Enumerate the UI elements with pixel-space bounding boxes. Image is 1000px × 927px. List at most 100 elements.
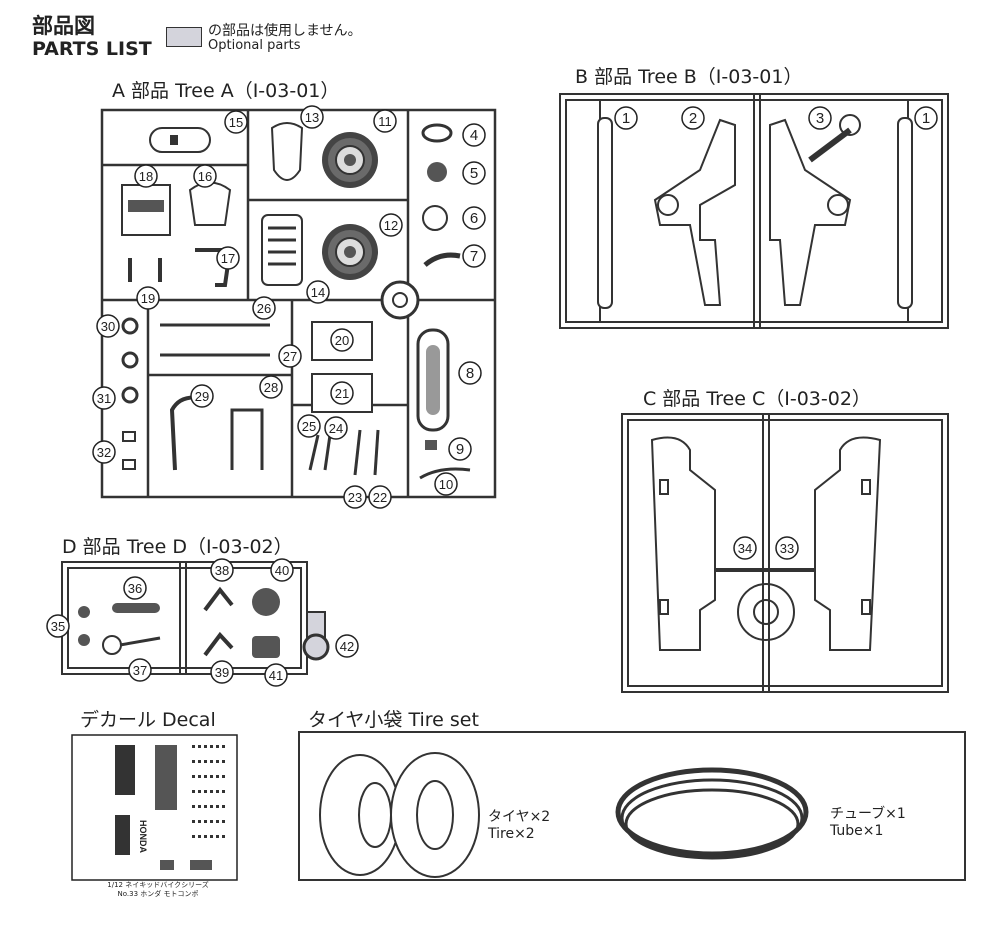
part-number-a-23: 23 [343, 485, 367, 509]
part-number-text: 20 [335, 333, 349, 348]
part-number-text: 12 [384, 218, 398, 233]
part-number-text: 8 [466, 365, 474, 382]
legend-text-en: Optional parts [208, 38, 301, 53]
part-number-a-29: 29 [190, 384, 214, 408]
part-number-text: 41 [269, 668, 283, 683]
part-number-a-15: 15 [224, 110, 248, 134]
decal-title: デカール Decal [80, 709, 216, 731]
part-number-text: 36 [128, 581, 142, 596]
part-number-text: 24 [329, 421, 343, 436]
tree-b-runner [559, 93, 949, 329]
part-number-text: 9 [456, 441, 464, 458]
tree-b-parts [597, 114, 913, 309]
part-number-text: 34 [738, 541, 752, 556]
tube-caption-jp: チューブ×1 [830, 806, 906, 822]
part-number-text: 39 [215, 665, 229, 680]
part-number-text: 33 [780, 541, 794, 556]
part-number-text: 1 [922, 110, 930, 127]
page-title-jp: 部品図 [32, 14, 95, 38]
part-number-a-6: 6 [462, 206, 486, 230]
part-number-text: 30 [101, 319, 115, 334]
part-number-d-38: 38 [210, 558, 234, 582]
part-number-text: 32 [97, 445, 111, 460]
part-number-text: 19 [141, 291, 155, 306]
part-number-a-16: 16 [193, 164, 217, 188]
part-number-text: 15 [229, 115, 243, 130]
tireset-box [298, 731, 966, 881]
part-number-text: 14 [311, 285, 325, 300]
part-number-text: 1 [622, 110, 630, 127]
part-number-text: 40 [275, 563, 289, 578]
part-number-d-41: 41 [264, 663, 288, 687]
part-number-a-14: 14 [306, 280, 330, 304]
part-number-a-27: 27 [278, 344, 302, 368]
part-number-d-37: 37 [128, 658, 152, 682]
decal-brand-text: HONDA [138, 820, 148, 853]
part-number-text: 35 [51, 619, 65, 634]
part-number-a-4: 4 [462, 123, 486, 147]
legend-text-jp: の部品は使用しません。 [208, 23, 362, 39]
part-number-b-1: 1 [614, 106, 638, 130]
decal-sheet: HONDA [71, 734, 238, 881]
part-number-a-5: 5 [462, 161, 486, 185]
part-number-a-17: 17 [216, 246, 240, 270]
part-number-a-21: 21 [330, 381, 354, 405]
part-number-text: 5 [470, 165, 478, 182]
tree-c-title: C 部品 Tree C（I-03-02） [643, 388, 871, 410]
part-number-a-7: 7 [462, 244, 486, 268]
part-number-a-32: 32 [92, 440, 116, 464]
part-number-text: 21 [335, 386, 349, 401]
part-number-text: 28 [264, 380, 278, 395]
part-number-a-8: 8 [458, 361, 482, 385]
part-number-text: 27 [283, 349, 297, 364]
tree-d-runner [61, 561, 326, 675]
part-number-text: 26 [257, 301, 271, 316]
part-number-a-18: 18 [134, 164, 158, 188]
decal-footer-2: No.33 ホンダ モトコンポ [117, 890, 199, 898]
part-number-d-39: 39 [210, 660, 234, 684]
part-number-text: 4 [470, 127, 478, 144]
part-number-a-10: 10 [434, 472, 458, 496]
part-number-a-25: 25 [297, 414, 321, 438]
tree-c-parts [650, 436, 882, 651]
part-number-a-20: 20 [330, 328, 354, 352]
tire-caption-jp: タイヤ×2 [488, 809, 551, 825]
tree-a-title: A 部品 Tree A（I-03-01） [112, 80, 340, 102]
part-number-text: 22 [373, 490, 387, 505]
decal-footer-1: 1/12 ネイキッドバイクシリーズ [107, 881, 209, 889]
part-number-a-22: 22 [368, 485, 392, 509]
part-number-d-35: 35 [46, 614, 70, 638]
part-number-a-24: 24 [324, 416, 348, 440]
tree-c-runner [621, 413, 949, 693]
part-number-text: 6 [470, 210, 478, 227]
part-number-d-36: 36 [123, 576, 147, 600]
part-number-b-2: 2 [681, 106, 705, 130]
part-number-text: 3 [816, 110, 824, 127]
part-number-text: 17 [221, 251, 235, 266]
part-number-text: 13 [305, 110, 319, 125]
part-number-c-34: 34 [733, 536, 757, 560]
tire-caption-en: Tire×2 [488, 826, 535, 842]
part-number-c-33: 33 [775, 536, 799, 560]
part-number-text: 18 [139, 169, 153, 184]
page-title-en: PARTS LIST [32, 38, 152, 60]
part-number-d-42: 42 [335, 634, 359, 658]
tube-caption-en: Tube×1 [830, 823, 884, 839]
part-number-text: 10 [439, 477, 453, 492]
tree-b-title: B 部品 Tree B（I-03-01） [575, 66, 803, 88]
part-number-text: 25 [302, 419, 316, 434]
part-number-text: 29 [195, 389, 209, 404]
tire-illustration [319, 752, 480, 878]
part-number-a-31: 31 [92, 386, 116, 410]
part-number-a-13: 13 [300, 105, 324, 129]
part-number-text: 23 [348, 490, 362, 505]
part-number-text: 7 [470, 248, 478, 265]
part-number-d-40: 40 [270, 558, 294, 582]
legend-swatch [166, 27, 202, 47]
part-number-a-9: 9 [448, 437, 472, 461]
tree-d-title: D 部品 Tree D（I-03-02） [62, 536, 293, 558]
part-number-text: 2 [689, 110, 697, 127]
part-number-a-11: 11 [373, 109, 397, 133]
tube-illustration [615, 767, 809, 860]
